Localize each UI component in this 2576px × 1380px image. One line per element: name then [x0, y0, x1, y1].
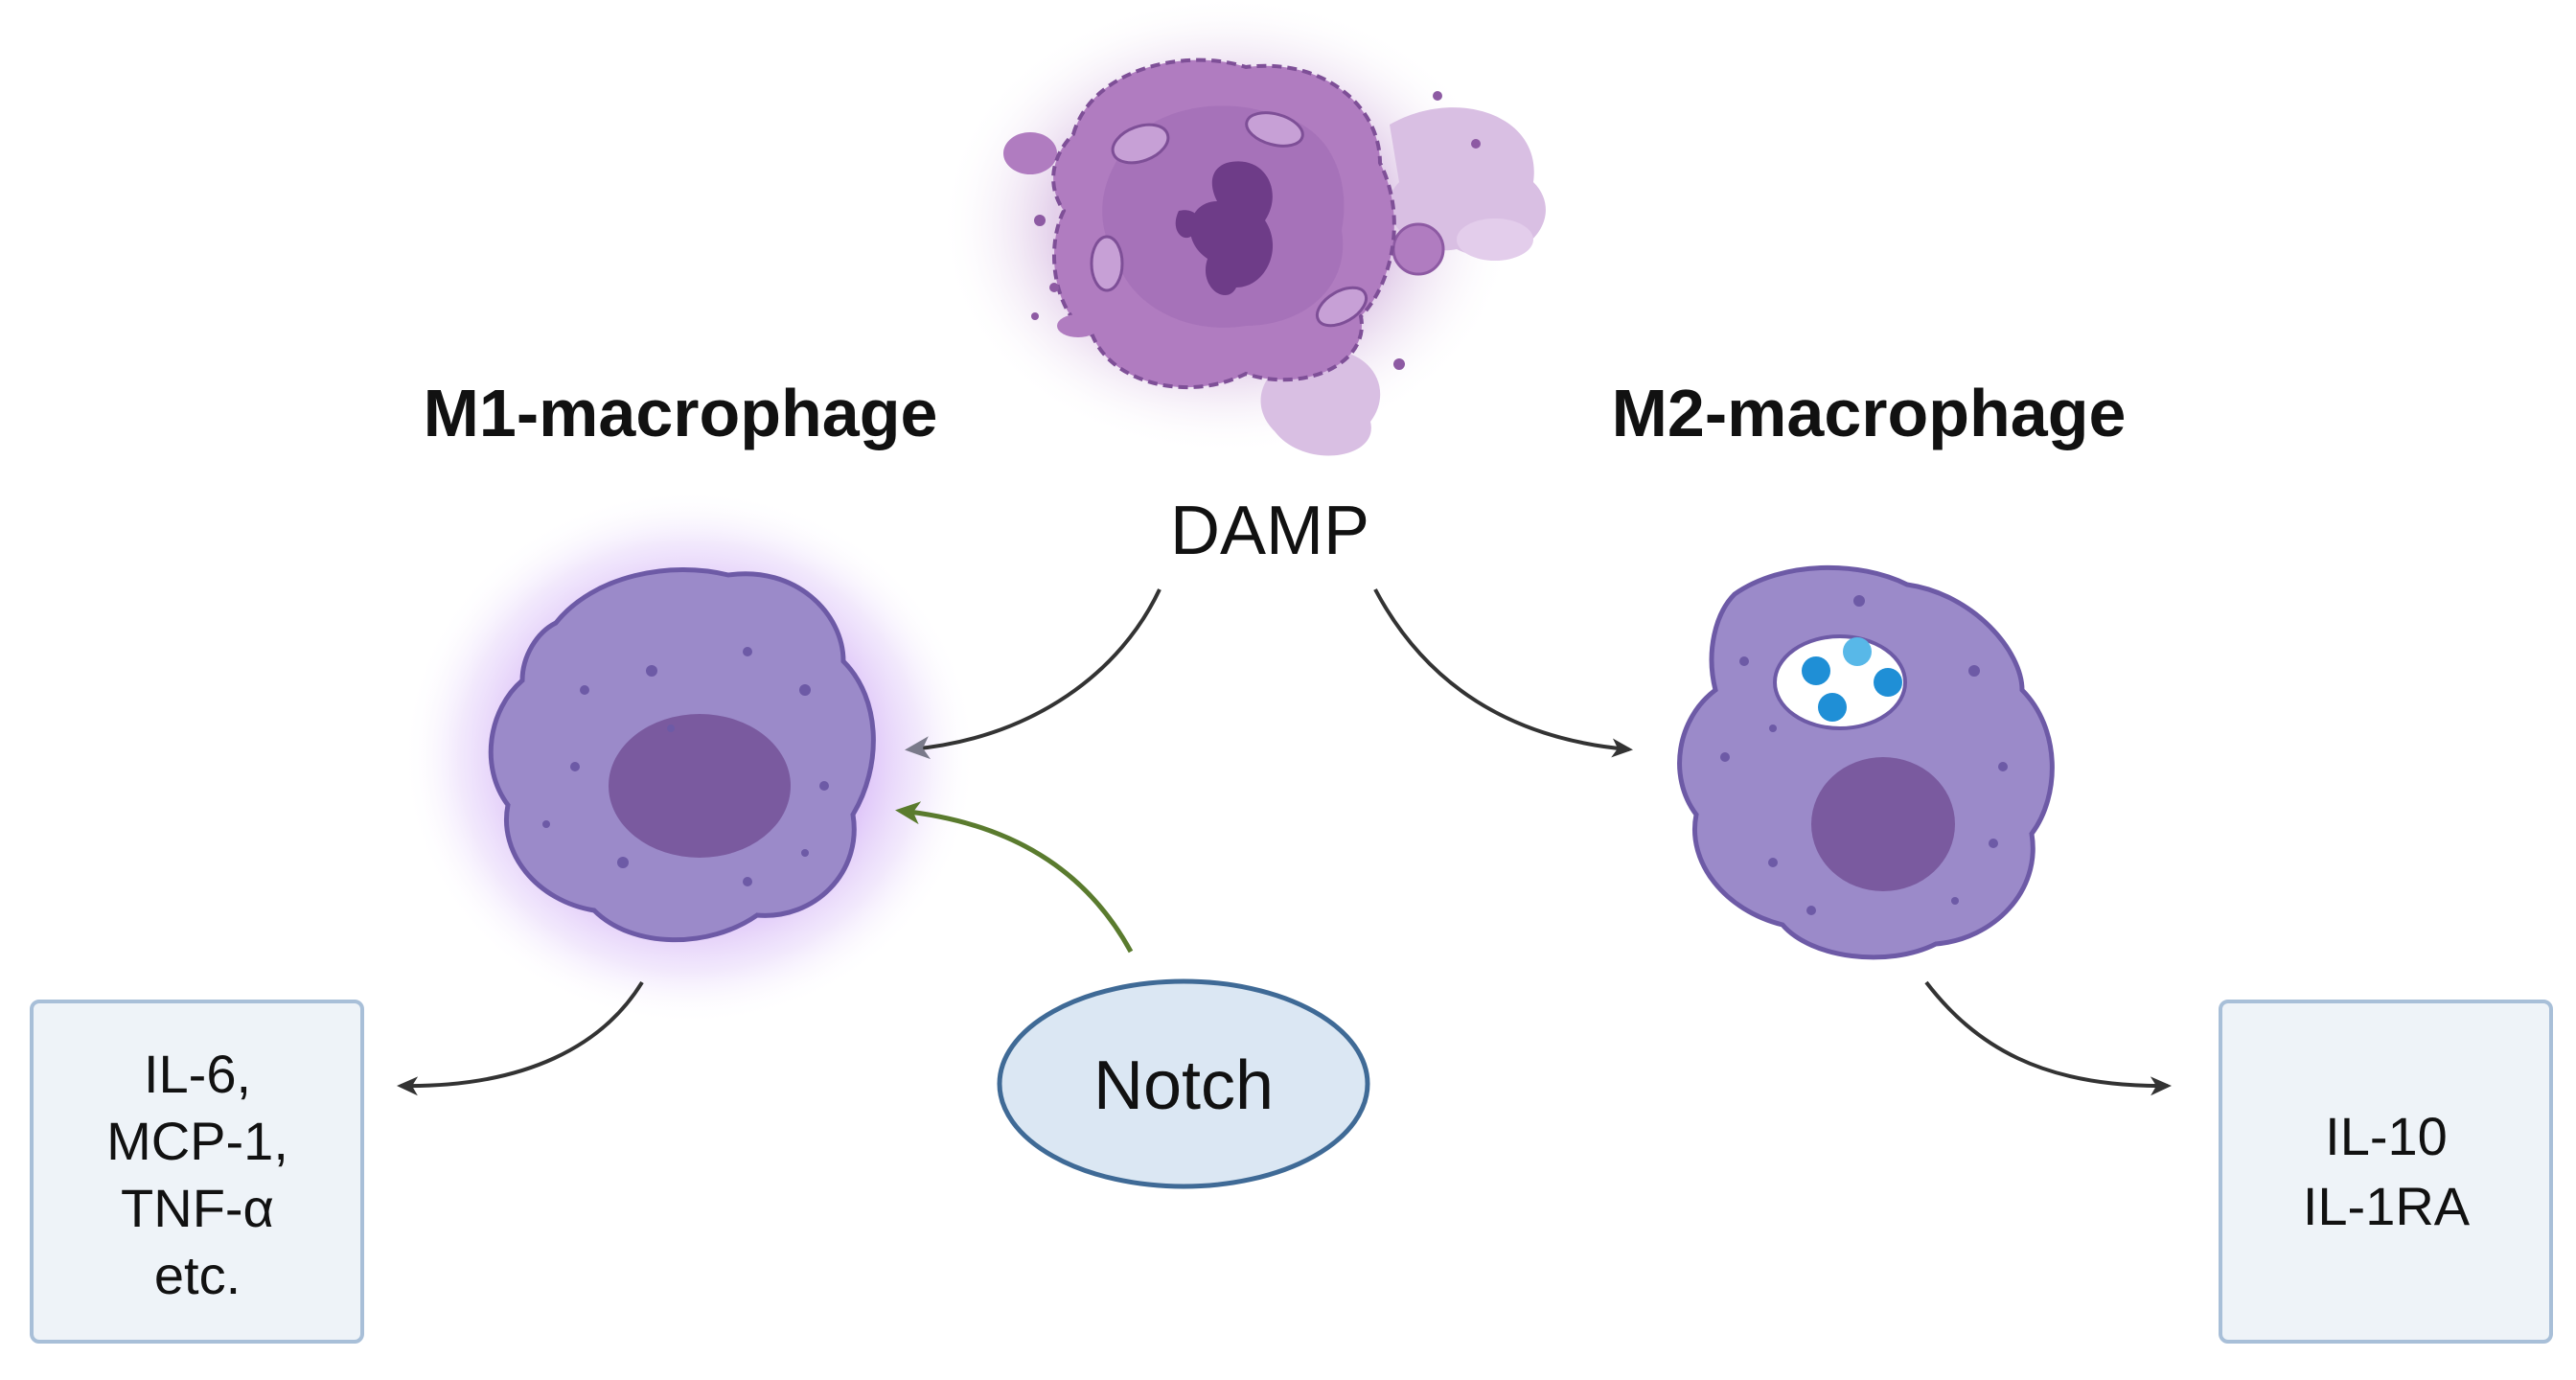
necrotic-cell-icon — [939, 0, 1546, 456]
m2-cytokine-line: IL-1RA — [2303, 1176, 2471, 1236]
m1-title: M1-macrophage — [424, 376, 938, 450]
m1-cytokine-line: IL-6, — [144, 1044, 251, 1104]
m1-cytokine-line: TNF-α — [121, 1178, 274, 1238]
notch-node: Notch — [997, 978, 1370, 1189]
damp-label: DAMP — [1170, 493, 1369, 569]
m2-title: M2-macrophage — [1612, 376, 2127, 450]
m2-to-cytokines-arrow — [1924, 980, 2172, 1096]
m1-cytokine-line: etc. — [154, 1245, 241, 1305]
notch-label: Notch — [1093, 1047, 1274, 1124]
damp-to-m1-arrow — [905, 588, 1162, 760]
m2-macrophage-cell-icon — [1677, 564, 2055, 960]
m2-cytokines-box: IL-10 IL-1RA — [2219, 1000, 2553, 1344]
m1-cytokines-box: IL-6, MCP-1, TNF-α etc. — [30, 1000, 364, 1344]
m1-to-cytokines-arrow — [397, 980, 644, 1096]
m2-cytokine-line: IL-10 — [2325, 1106, 2448, 1166]
damp-to-m2-arrow — [1373, 588, 1633, 758]
notch-to-m1-arrow — [895, 801, 1134, 954]
m1-cytokine-line: MCP-1, — [106, 1111, 288, 1171]
m1-macrophage-cell-icon — [402, 489, 978, 1025]
